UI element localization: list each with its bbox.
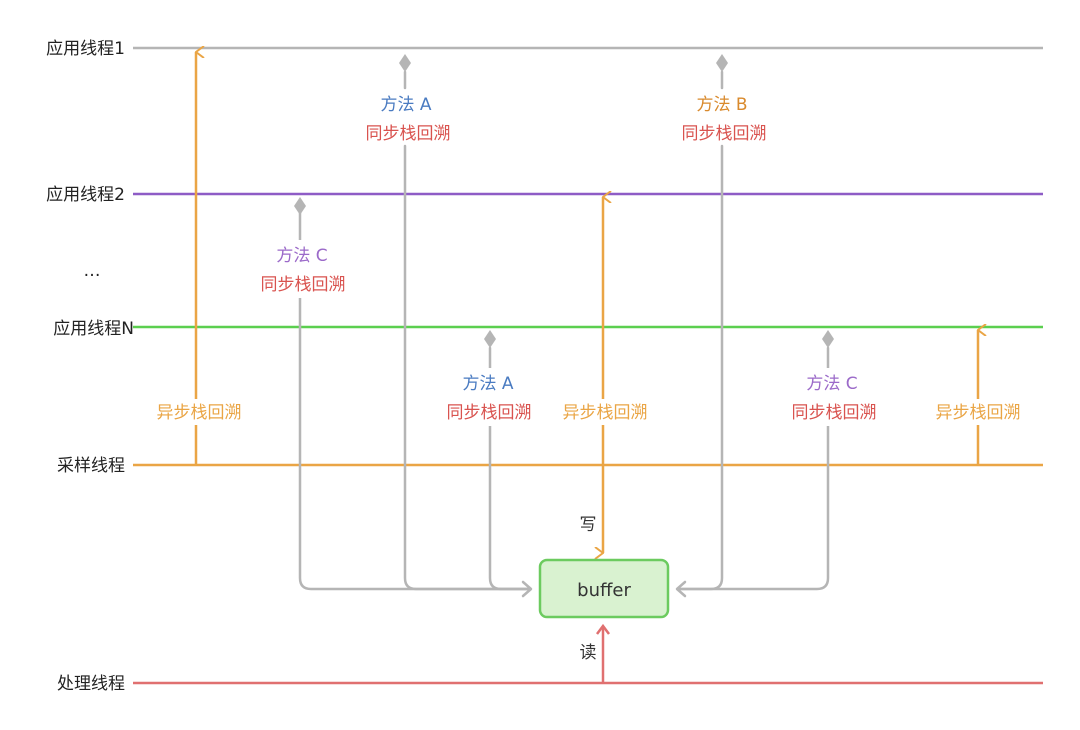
connector-arrowhead-right — [675, 580, 687, 598]
diamond-method-c-app2 — [294, 197, 306, 215]
mask-async-appN — [926, 399, 1030, 425]
sync-label-a-app1: 同步栈回溯 — [366, 124, 451, 144]
method-label-b-app1: 方法 B — [696, 95, 747, 115]
method-label-c-app2: 方法 C — [276, 246, 327, 266]
sync-label-c-app2: 同步栈回溯 — [261, 275, 346, 295]
method-label-a-app1: 方法 A — [380, 95, 431, 115]
sync-label-a-appN: 同步栈回溯 — [447, 403, 532, 423]
connector-method-a-app1 — [403, 70, 532, 591]
method-label-c-appN: 方法 C — [806, 374, 857, 394]
connector-method-a-appN — [488, 346, 532, 591]
diamond-method-c-appN — [822, 330, 834, 348]
connector-method-c-appN — [676, 346, 830, 591]
mask-method-c-appN — [780, 368, 886, 426]
thread-label-app2: 应用线程2 — [46, 185, 125, 205]
mask-method-a-appN — [437, 368, 543, 426]
connector-method-b-app1 — [676, 70, 724, 591]
sync-labels: 方法 A 同步栈回溯 方法 B 同步栈回溯 方法 C 同步栈回溯 方法 A 同步… — [261, 95, 877, 423]
diamond-method-a-appN — [484, 330, 496, 348]
thread-label-appN: 应用线程N — [53, 319, 134, 339]
sync-label-b-app1: 同步栈回溯 — [682, 124, 767, 144]
sync-diamonds — [294, 54, 834, 348]
diamond-method-a-app1 — [399, 54, 411, 72]
sync-label-c-appN: 同步栈回溯 — [792, 403, 877, 423]
thread-label-processor: 处理线程 — [57, 674, 125, 694]
mask-async-app1 — [146, 399, 250, 425]
async-labels: 异步栈回溯 异步栈回溯 异步栈回溯 — [146, 399, 1030, 425]
buffer-label: buffer — [577, 580, 631, 601]
read-arrow — [596, 623, 610, 683]
sync-connectors — [298, 70, 830, 598]
thread-label-app1: 应用线程1 — [46, 39, 125, 59]
diamond-method-b-app1 — [716, 54, 728, 72]
thread-label-sampler: 采样线程 — [57, 456, 125, 476]
connector-arrowhead-left — [521, 580, 533, 598]
method-label-a-appN: 方法 A — [462, 374, 513, 394]
async-label-appN: 异步栈回溯 — [936, 403, 1021, 423]
buffer-box — [538, 558, 670, 619]
label-masks — [248, 240, 886, 426]
async-label-app2: 异步栈回溯 — [563, 403, 648, 423]
read-arrowhead — [596, 623, 610, 635]
thread-label-ellipsis: … — [84, 261, 101, 281]
read-label: 读 — [580, 643, 597, 663]
async-arrows — [194, 52, 978, 553]
write-label: 写 — [580, 515, 597, 535]
connector-method-c-app2 — [298, 210, 532, 591]
mask-method-c-app2 — [248, 240, 352, 298]
mask-async-app2 — [553, 399, 657, 425]
async-label-app1: 异步栈回溯 — [157, 403, 242, 423]
